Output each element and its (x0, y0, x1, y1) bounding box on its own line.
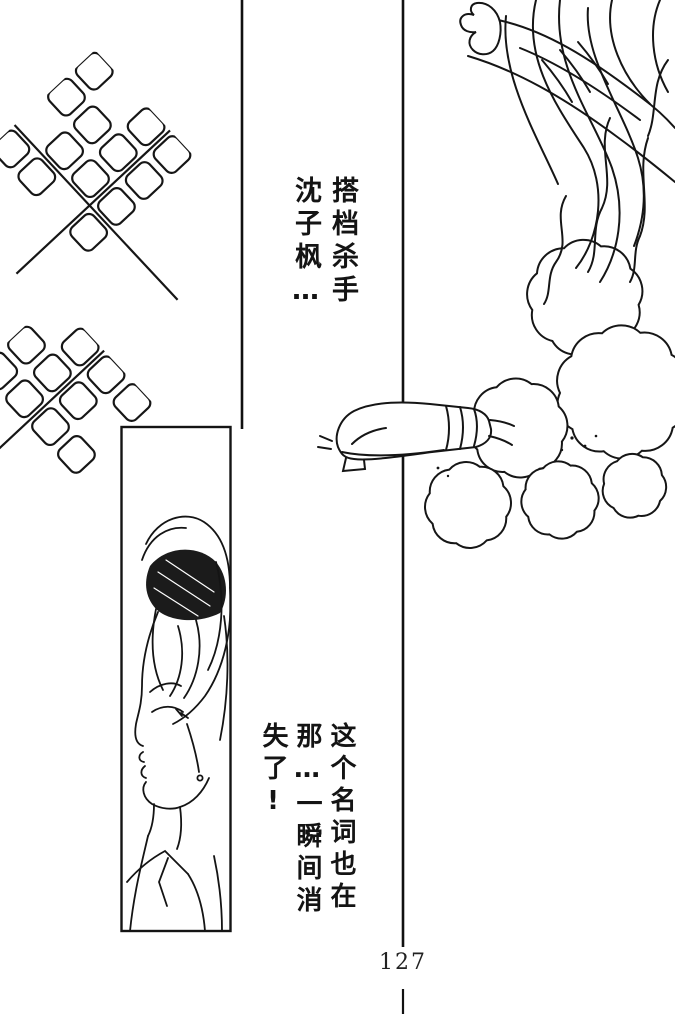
boot-toe-line (351, 427, 387, 445)
ankle-line (488, 435, 513, 446)
upper-lip (138, 751, 145, 763)
dialogue-top-col-1: 搭档杀手 (327, 176, 358, 308)
hair-strand (169, 625, 184, 697)
hair-outline (145, 515, 231, 589)
boot-artwork (317, 401, 515, 473)
dialogue-bottom-col-2: 那…一瞬间消 (292, 722, 322, 918)
page-number: 127 (379, 950, 427, 975)
collar-fold (158, 857, 169, 907)
boot-body (335, 401, 493, 461)
dialogue-top-col-2: 沈子枫… (290, 176, 321, 312)
hair-curl (543, 195, 567, 305)
ankle-line (489, 419, 515, 427)
headband-hatch (157, 571, 211, 607)
headband-hatch (153, 587, 199, 617)
collar (129, 835, 149, 932)
hair-outline (141, 526, 187, 561)
headband-dark (146, 549, 226, 621)
dialogue-bottom: 这个名词也在 那…一瞬间消 失了! (256, 722, 358, 927)
portrait-face (126, 515, 232, 932)
arm-band (577, 41, 609, 85)
collar (126, 849, 189, 883)
arm-band (541, 59, 573, 103)
hair-left (151, 608, 164, 691)
boot-heel (341, 457, 367, 473)
collar (187, 873, 206, 932)
tear-drop (196, 774, 204, 782)
sock-stripe (445, 405, 450, 451)
fabric-fold (652, 0, 669, 93)
hair-fall (219, 615, 229, 741)
motion-mark (317, 446, 332, 450)
arm-contour (497, 19, 675, 129)
hair-right (207, 561, 223, 671)
neck-line (147, 803, 155, 837)
hair-curl (587, 117, 611, 273)
hair-right (172, 587, 232, 725)
hair-strand (586, 7, 645, 247)
closed-eye (151, 705, 184, 713)
hair-curl (629, 137, 649, 283)
lower-lip (140, 765, 147, 779)
arm-band (559, 49, 591, 93)
arm-contour (467, 55, 675, 183)
eyelash (180, 712, 189, 719)
cloud-swirls (424, 238, 675, 549)
motion-mark (319, 435, 333, 442)
eyelash (175, 708, 183, 717)
hair-strand (183, 619, 201, 699)
shoulder-line (213, 855, 223, 932)
fabric-fold (609, 0, 651, 105)
hair-strand (647, 59, 669, 137)
dialogue-bottom-col-1: 这个名词也在 (326, 722, 356, 914)
speckle-dots (436, 434, 598, 478)
sock-stripe (473, 408, 478, 447)
neck-line (176, 806, 183, 850)
hair-strand (531, 0, 600, 269)
portrait-panel-border (120, 425, 232, 933)
portrait-panel (120, 425, 232, 933)
hand-artwork (459, 1, 502, 56)
eyebrow (149, 682, 182, 693)
figure-artwork (459, 0, 675, 305)
dialogue-top: 搭档杀手 沈子枫… (287, 176, 361, 336)
chin-jaw (142, 777, 210, 810)
headband-hatch (165, 559, 215, 593)
face-profile (134, 611, 159, 747)
dialogue-bottom-col-3: 失了! (258, 722, 288, 822)
boot-sole-line (341, 449, 445, 457)
hair-strand (504, 15, 559, 185)
sock-stripe (459, 406, 464, 450)
arm-inner-line (519, 47, 641, 121)
tear-trail (186, 723, 200, 773)
